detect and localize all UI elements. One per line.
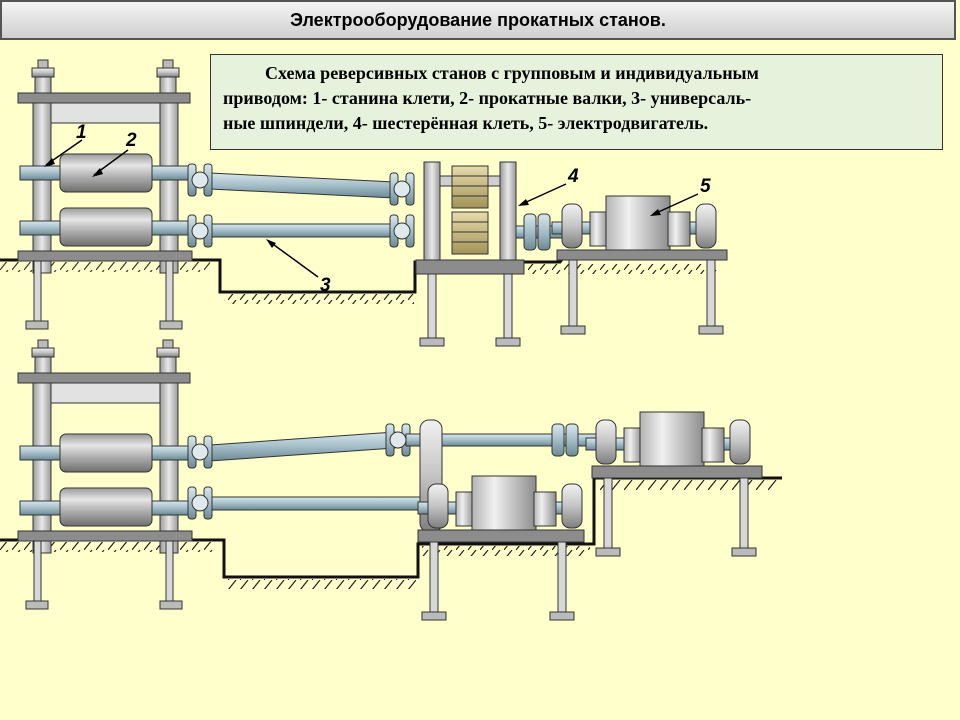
electric-motor (585, 411, 751, 467)
electric-motor (551, 195, 717, 251)
rolling-stand (17, 59, 193, 330)
caption-box: Схема реверсивных станов с групповым и и… (210, 54, 943, 150)
callout-4: 4 (518, 166, 579, 206)
caption-line: ные шпиндели, 4- шестерённая клеть, 5- э… (223, 113, 709, 133)
clutch-icon (537, 213, 551, 251)
coupling-icon (187, 486, 213, 520)
spindle-lower (209, 496, 421, 511)
label-5: 5 (700, 176, 711, 197)
callout-3: 3 (266, 239, 331, 296)
label-2: 2 (125, 130, 137, 151)
callout-5: 5 (650, 176, 711, 216)
label-4: 4 (567, 166, 579, 187)
spindle-upper (209, 172, 396, 199)
spindle-upper (209, 431, 396, 462)
ground-hatch (228, 579, 416, 589)
ground-hatch (224, 294, 414, 304)
clutch-icon (523, 213, 537, 251)
coupling-icon (389, 214, 415, 248)
ground-hatch (0, 262, 210, 272)
rolling-stand (17, 339, 193, 610)
motor-foundation (417, 529, 585, 621)
clutch-icon (551, 423, 565, 457)
motor-foundation (556, 249, 728, 335)
ground-line (0, 476, 782, 579)
coupling-icon (187, 163, 213, 197)
ground-hatch (520, 264, 720, 274)
pinion-stand (415, 161, 525, 347)
ground-hatch (0, 542, 214, 552)
coupling-icon (187, 435, 213, 469)
coupling-icon (187, 214, 213, 248)
caption-line: Схема реверсивных станов с групповым и и… (265, 63, 759, 83)
clutch-icon (565, 423, 579, 457)
ground-hatch (422, 546, 590, 556)
spindle-lower (209, 223, 401, 238)
motor-foundation (591, 465, 763, 557)
ground-hatch (598, 480, 780, 490)
caption-line: приводом: 1- станина клети, 2- прокатные… (223, 88, 752, 108)
label-3: 3 (320, 275, 331, 296)
title-bar: Электрооборудование прокатных станов. (0, 0, 956, 40)
label-1: 1 (76, 122, 87, 143)
callout-2: 2 (92, 130, 137, 177)
slide-title: Электрооборудование прокатных станов. (290, 9, 666, 30)
callout-1: 1 (44, 122, 87, 167)
coupling-icon (389, 172, 415, 206)
electric-motor (417, 475, 583, 531)
